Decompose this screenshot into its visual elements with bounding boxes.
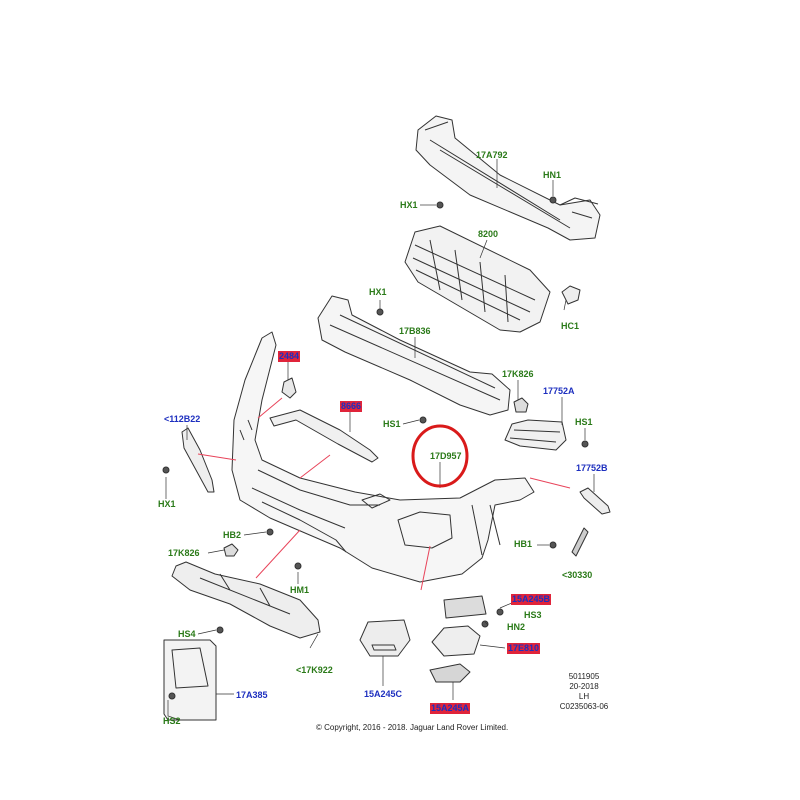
label-17a792: 17A792 xyxy=(476,150,508,160)
label-hn2: HN2 xyxy=(507,622,526,632)
meta-line-1: 5011905 xyxy=(568,672,600,681)
fastener-hb2 xyxy=(266,528,274,536)
label-hc1: HC1 xyxy=(561,321,580,331)
fastener-hs2 xyxy=(168,692,176,700)
upper-bracket xyxy=(317,295,511,416)
label-hx1-top: HX1 xyxy=(400,200,418,210)
label-112b22: <112B22 xyxy=(164,414,201,424)
label-17k826-right: 17K826 xyxy=(502,369,534,379)
label-hs1-right: HS1 xyxy=(575,417,593,427)
reflector-2484 xyxy=(281,377,297,399)
label-hm1: HM1 xyxy=(290,585,310,595)
fastener-hx1-mid xyxy=(376,308,384,316)
label-15a245a: 15A245A xyxy=(430,703,471,714)
fastener-hs3 xyxy=(496,608,504,616)
label-17b836: 17B836 xyxy=(399,326,431,336)
label-hx1-left: HX1 xyxy=(158,499,176,509)
meta-line-3: LH xyxy=(578,692,590,701)
label-30330: <30330 xyxy=(562,570,593,580)
fastener-hn2 xyxy=(481,620,489,628)
fastener-hs4 xyxy=(216,626,224,634)
label-17a385: 17A385 xyxy=(236,690,268,700)
bolt-30330 xyxy=(571,527,589,557)
meta-line-2: 20-2018 xyxy=(569,682,599,691)
label-17k922: <17K922 xyxy=(296,665,333,675)
label-hs4: HS4 xyxy=(178,629,196,639)
label-17752b: 17752B xyxy=(576,463,608,473)
drawing-meta: 5011905 20-2018 LH C0235063-06 xyxy=(556,672,612,712)
label-hs1-left: HS1 xyxy=(383,419,401,429)
fog-cover-b xyxy=(443,595,487,619)
label-2484: 2484 xyxy=(278,351,301,362)
label-hs3: HS3 xyxy=(524,610,542,620)
label-15a245b: 15A245B xyxy=(511,594,552,605)
fog-lamp-cover-c xyxy=(359,619,411,657)
label-hs2: HS2 xyxy=(163,716,181,726)
reinforcement-beam xyxy=(415,115,601,241)
license-plate-bracket xyxy=(163,639,217,721)
label-8666: 8666 xyxy=(340,401,363,412)
leader-lines xyxy=(165,159,595,721)
bracket-hc1 xyxy=(561,285,581,305)
pointer-lines xyxy=(197,397,571,591)
highlight-circle xyxy=(411,424,469,488)
bezel-17752a xyxy=(504,419,567,451)
bezel-17752b xyxy=(579,487,611,515)
label-17752a: 17752A xyxy=(543,386,575,396)
fastener-hx1-left xyxy=(162,466,170,474)
fastener-hm1 xyxy=(294,562,302,570)
label-17d957: 17D957 xyxy=(430,451,462,461)
side-bracket xyxy=(181,427,215,493)
label-17e810: 17E810 xyxy=(507,643,541,654)
mounting-strip xyxy=(269,409,379,463)
fastener-hb1 xyxy=(549,541,557,549)
label-hb1: HB1 xyxy=(514,539,533,549)
clip-17k826-left xyxy=(223,543,239,557)
label-15a245c: 15A245C xyxy=(364,689,403,699)
label-hn1: HN1 xyxy=(543,170,562,180)
label-17k826-left: 17K826 xyxy=(168,548,200,558)
copyright-notice: © Copyright, 2016 - 2018. Jaguar Land Ro… xyxy=(316,723,509,732)
label-8200: 8200 xyxy=(478,229,499,239)
lamp-17e810 xyxy=(431,625,481,657)
fastener-hs1-right xyxy=(581,440,589,448)
fastener-hx1-top xyxy=(436,201,444,209)
label-hx1-mid: HX1 xyxy=(369,287,387,297)
bumper-cover xyxy=(231,331,535,583)
fog-cover-a xyxy=(429,663,471,683)
meta-line-4: C0235063-06 xyxy=(559,702,609,711)
clip-17k826-right xyxy=(513,397,529,413)
grille xyxy=(404,225,551,333)
undertray xyxy=(171,561,321,639)
label-hb2: HB2 xyxy=(223,530,242,540)
fastener-hn1 xyxy=(549,196,557,204)
fastener-hs1-left xyxy=(419,416,427,424)
